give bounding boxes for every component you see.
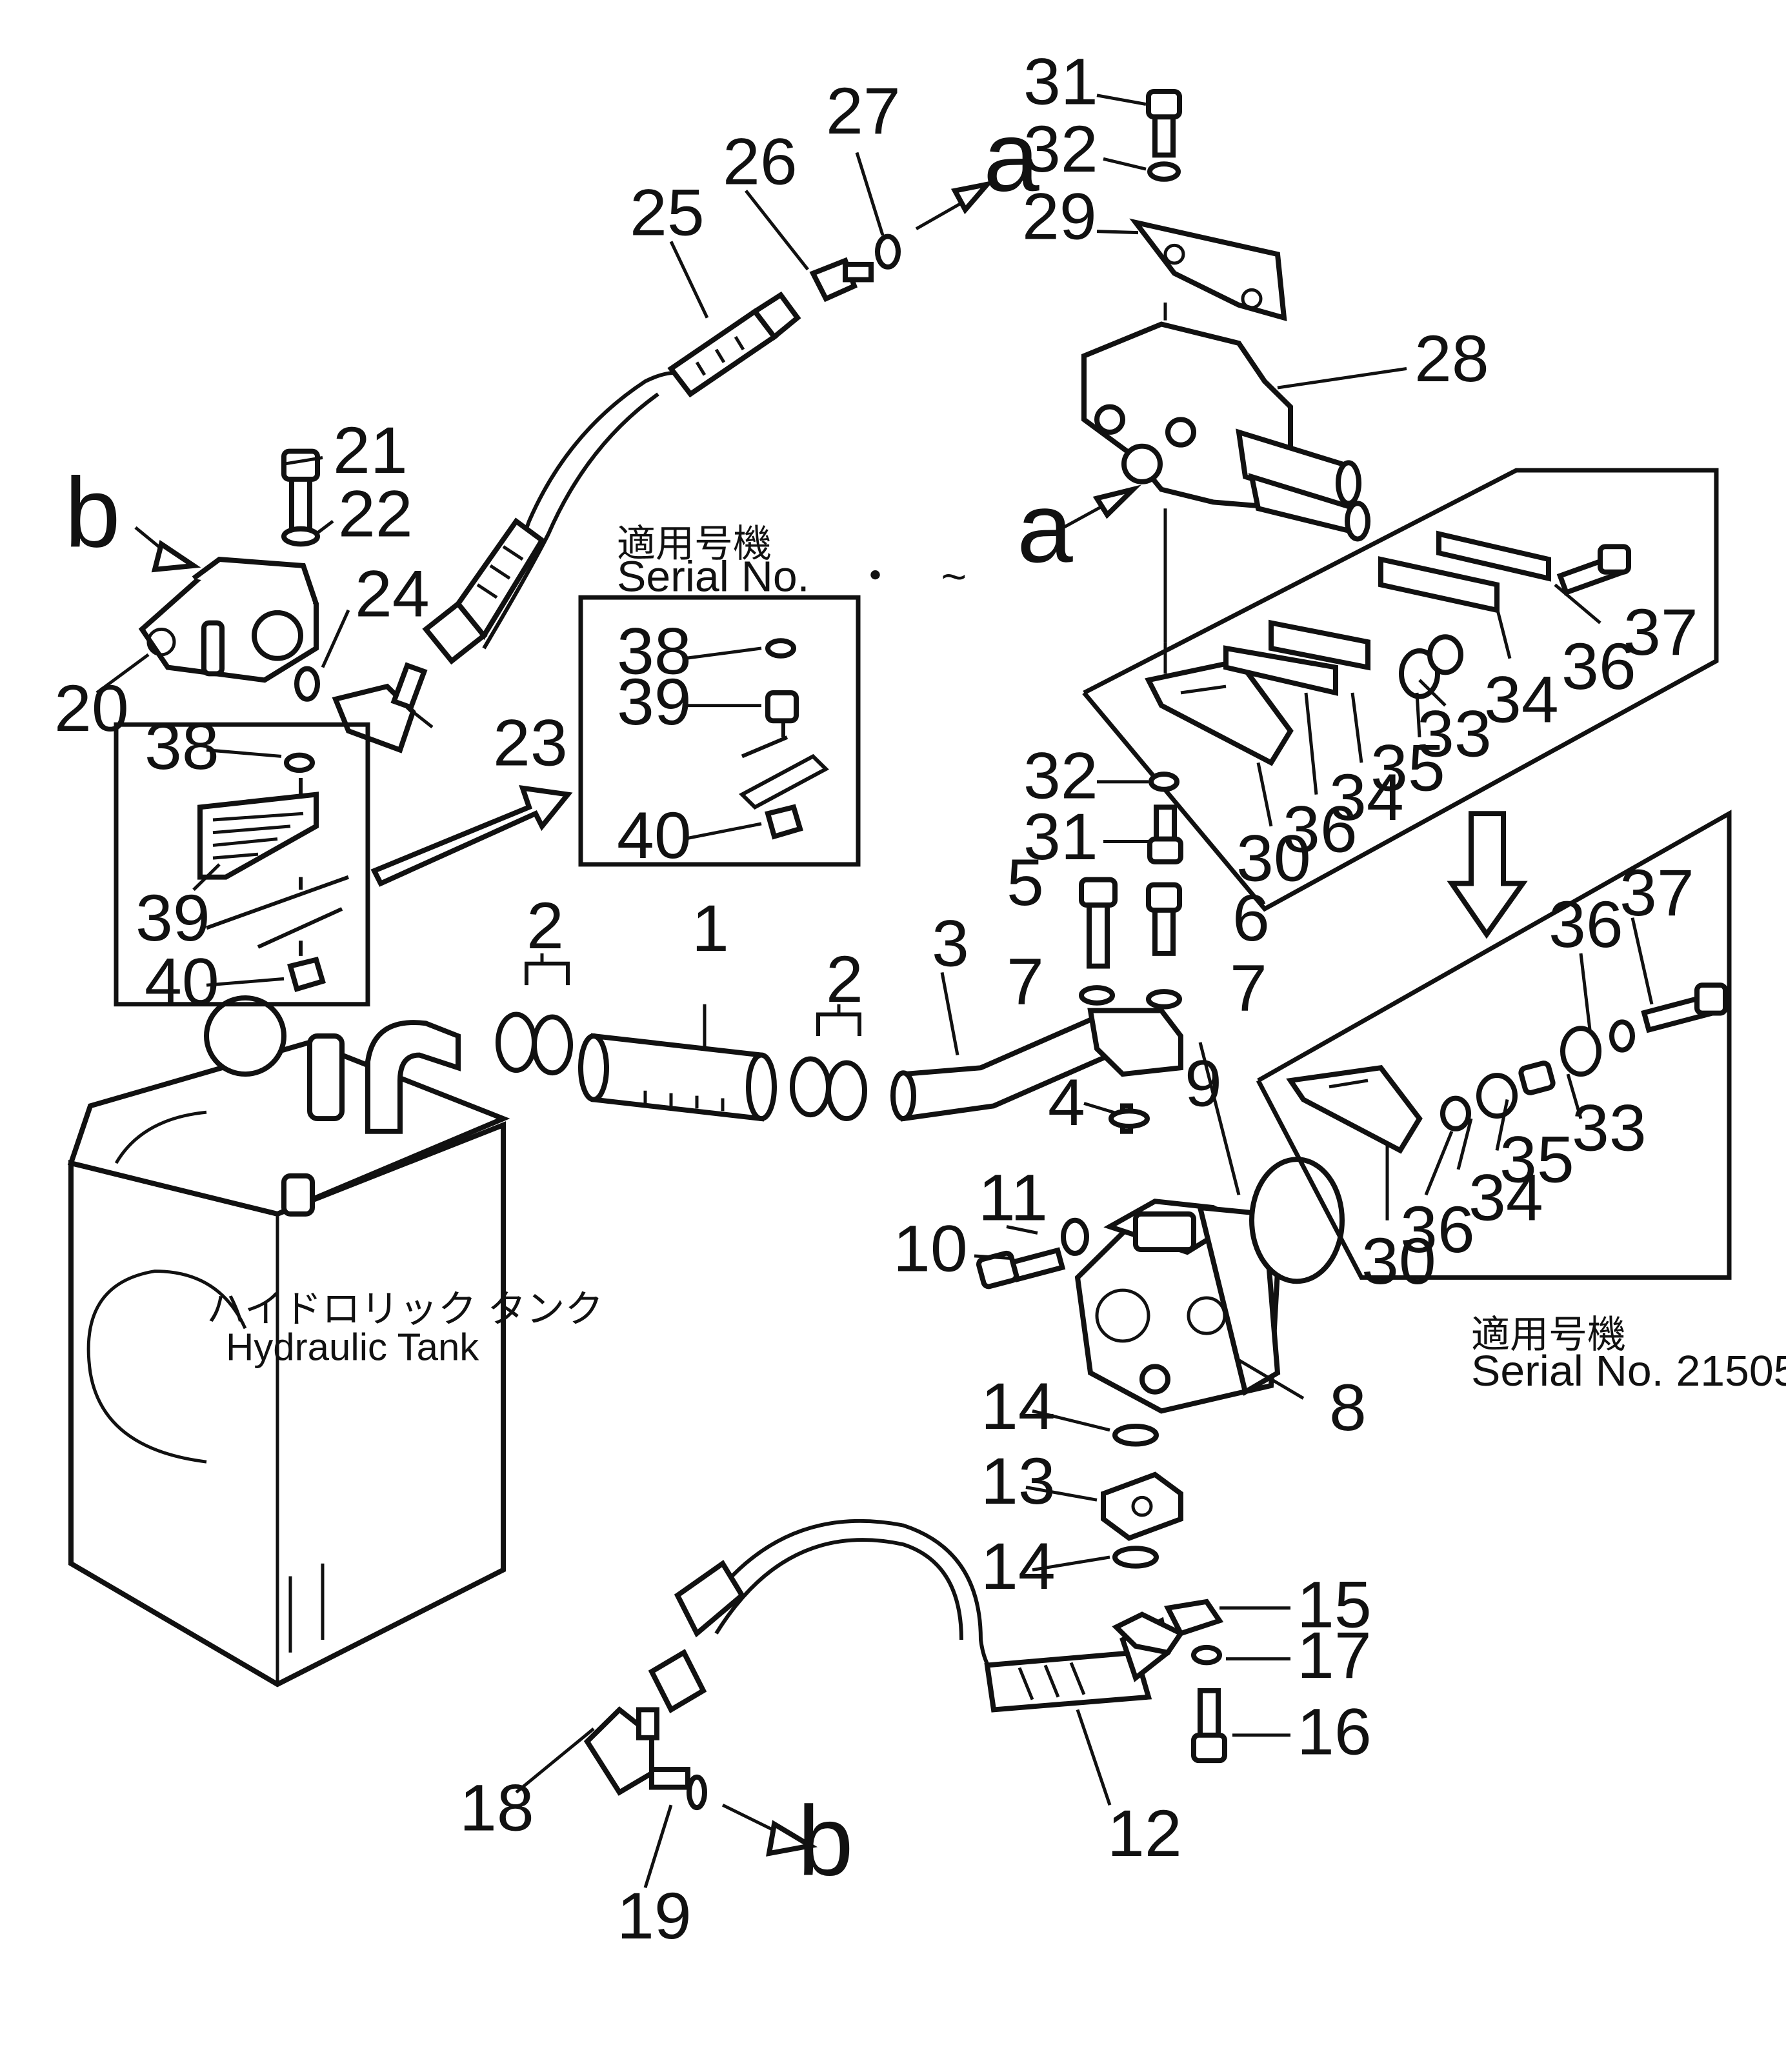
callout-14b: 14 [981, 1529, 1056, 1603]
callout-31a: 31 [1023, 45, 1098, 118]
callout-31b: 31 [1023, 800, 1098, 873]
callout-2b: 2 [826, 942, 863, 1015]
bracket-inset-bottom-right [1256, 810, 1732, 1280]
callout-6: 6 [1232, 881, 1270, 955]
callout-35a: 35 [1370, 731, 1445, 804]
return-hose-25 [422, 234, 901, 665]
callout-33a: 33 [1417, 697, 1492, 770]
bracket-inset-top-right [1082, 468, 1719, 912]
callout-34b: 34 [1484, 662, 1559, 736]
callout-36a: 36 [1283, 792, 1358, 866]
hydraulic-tank: ハイドロリック タンク Hydraulic Tank [67, 995, 603, 1688]
callout-8: 8 [1329, 1371, 1367, 1444]
serial-note-2: Serial No. 21505~ [1471, 1347, 1786, 1395]
elbow-fitting-18 [583, 1706, 707, 1811]
ref-b-left: b [65, 457, 121, 568]
callout-26: 26 [723, 125, 798, 198]
callout-13: 13 [981, 1444, 1056, 1518]
callout-3: 3 [932, 906, 969, 980]
callout-25: 25 [630, 175, 705, 249]
pump-flange-parts [976, 1217, 1183, 1569]
callout-32a: 32 [1023, 112, 1098, 186]
callout-1: 1 [692, 892, 729, 965]
hose-clamps-left [496, 961, 573, 1076]
callout-30b: 30 [1361, 1224, 1436, 1298]
hydraulic-pump [1074, 1103, 1345, 1414]
callout-39b: 39 [617, 665, 692, 739]
callout-4: 4 [1048, 1066, 1085, 1139]
callout-10: 10 [893, 1211, 968, 1285]
hose-clamps-right [790, 1012, 867, 1122]
bracket-inset-left [114, 722, 370, 1007]
callout-34a: 34 [1329, 761, 1404, 834]
pressure-hose [648, 1519, 1227, 1764]
ref-b-bottom: b [798, 1786, 854, 1897]
bolt-31-top [1146, 88, 1182, 182]
serial-note-1-jp: 適用号機 [617, 523, 772, 566]
callout-19: 19 [617, 1879, 692, 1953]
callout-37b: 37 [1620, 855, 1694, 929]
callout-27: 27 [826, 74, 901, 148]
suction-pipe [890, 1008, 1183, 1122]
callout-23: 23 [493, 706, 568, 779]
callout-21: 21 [333, 413, 408, 487]
callout-30a: 30 [1236, 821, 1311, 895]
callout-40a: 40 [145, 944, 219, 1018]
callout-29: 29 [1022, 179, 1097, 253]
callout-9: 9 [1185, 1046, 1222, 1120]
callout-40b: 40 [617, 799, 692, 872]
direction-arrow-2 [1447, 811, 1528, 939]
callout-24: 24 [355, 557, 430, 630]
suction-hose [578, 1033, 777, 1122]
callout-18: 18 [459, 1771, 534, 1844]
callout-37a: 37 [1623, 595, 1698, 669]
callout-38b: 38 [617, 614, 692, 688]
callout-39a: 39 [135, 881, 210, 955]
serial-note-1: Serial No. ・ ~ [617, 553, 967, 601]
serial-note-2-jp: 適用号機 [1471, 1313, 1626, 1356]
callout-33b: 33 [1572, 1091, 1647, 1164]
callout-7a: 7 [1007, 944, 1044, 1018]
callout-34c: 34 [1469, 1161, 1543, 1234]
callout-15: 15 [1297, 1568, 1372, 1641]
callout-7b: 7 [1230, 951, 1267, 1024]
callout-2a: 2 [527, 889, 564, 962]
tank-label-jp: ハイドロリック タンク [206, 1288, 603, 1331]
callout-32b: 32 [1023, 739, 1098, 812]
callout-12: 12 [1107, 1797, 1182, 1870]
direction-arrow-1 [370, 784, 573, 887]
callout-14a: 14 [981, 1370, 1056, 1443]
callout-28: 28 [1414, 322, 1489, 395]
callout-5: 5 [1007, 846, 1044, 919]
callout-20: 20 [54, 672, 129, 745]
callout-17: 17 [1297, 1619, 1372, 1692]
ref-a-valve: a [1017, 472, 1074, 583]
bracket-inset-center [578, 595, 861, 867]
serial-notes: 適用号機 Serial No. ・ ~ 適用号機 Serial No. 2150… [617, 523, 1786, 1395]
callout-22: 22 [338, 477, 413, 550]
callout-labels: 1 2 2 3 4 5 6 7 7 8 9 10 11 12 13 14 14 … [54, 45, 1698, 1953]
callout-36d: 36 [1400, 1193, 1475, 1266]
bolts-5-6 [1079, 877, 1182, 1010]
callout-11: 11 [978, 1161, 1048, 1234]
callout-36b: 36 [1561, 630, 1636, 703]
ref-a-top: a [983, 101, 1040, 212]
callout-16: 16 [1297, 1695, 1372, 1768]
leader-lines [95, 94, 1654, 1888]
control-valve-28 [1081, 218, 1370, 643]
callout-35b: 35 [1500, 1122, 1574, 1196]
callout-38a: 38 [145, 710, 219, 783]
callout-36c: 36 [1549, 888, 1623, 961]
tank-label-en: Hydraulic Tank [226, 1326, 479, 1369]
reference-letters: a a b b [65, 101, 1074, 1897]
